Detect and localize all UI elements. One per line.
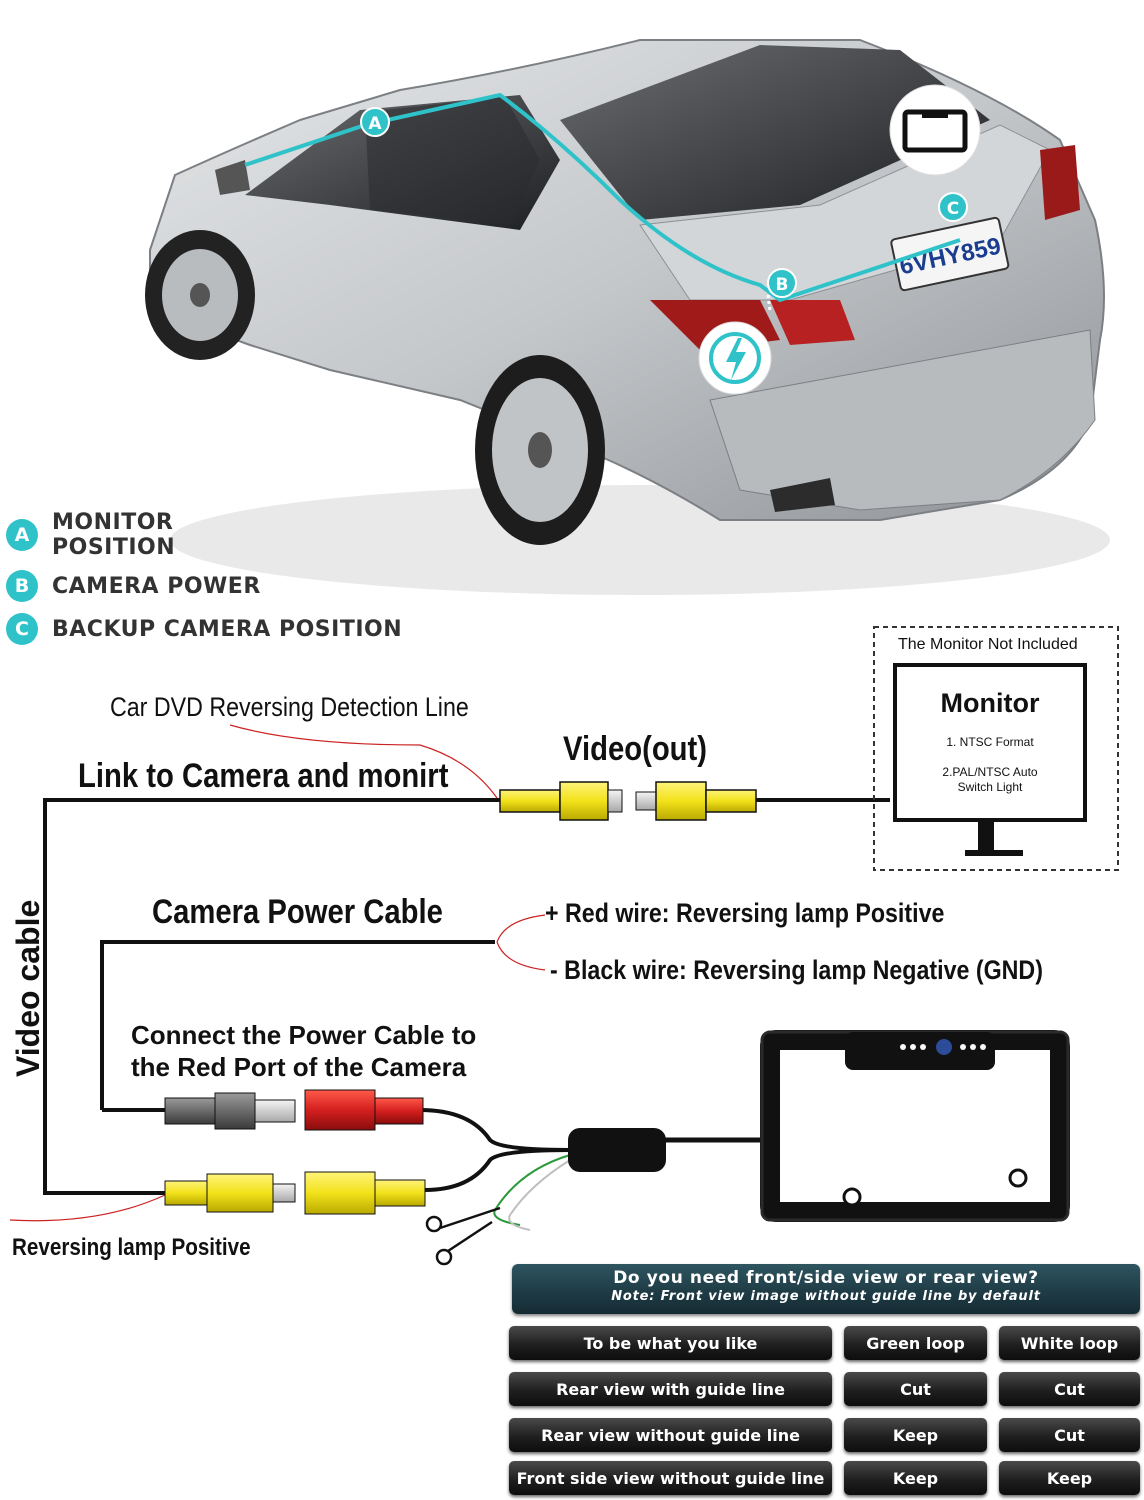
legend-badge-c: C xyxy=(6,613,38,645)
black-wire-label: - Black wire: Reversing lamp Negative (G… xyxy=(550,955,1043,985)
monitor-spec-1: 1. NTSC Format xyxy=(946,735,1034,749)
option-rear-without-guide-white: Cut xyxy=(999,1418,1140,1452)
legend-label-a-line1: MONITOR xyxy=(52,510,174,535)
options-note: Note: Front view image without guide lin… xyxy=(611,1289,1041,1304)
monitor-spec-2-line1: 2.PAL/NTSC Auto xyxy=(942,765,1038,779)
monitor-not-included-label: The Monitor Not Included xyxy=(898,636,1078,653)
camera-frame-icon xyxy=(760,1030,1070,1222)
option-rear-without-guide-green: Keep xyxy=(844,1418,987,1452)
option-front-side-green: Keep xyxy=(844,1461,987,1495)
power-bolt-icon xyxy=(698,321,772,395)
car-illustration: 6VHY859 A B C xyxy=(145,39,1110,595)
routing-wire xyxy=(244,93,961,302)
plate-frame-callout-icon xyxy=(889,84,981,176)
monitor-spec-2-line2: Switch Light xyxy=(957,780,1023,794)
option-rear-with-guide-green: Cut xyxy=(844,1372,987,1406)
wires xyxy=(43,798,890,1195)
legend-item-camera-power: B CAMERA POWER xyxy=(6,570,261,602)
option-rear-with-guide: Rear view with guide line xyxy=(509,1372,832,1406)
header-what-you-like: To be what you like xyxy=(509,1326,832,1360)
header-white-loop: White loop xyxy=(999,1326,1140,1360)
marker-c-icon: C xyxy=(938,192,968,222)
video-out-connector-left xyxy=(499,781,623,821)
legend-label-c: BACKUP CAMERA POSITION xyxy=(52,616,403,642)
red-wire-label: + Red wire: Reversing lamp Positive xyxy=(545,898,945,928)
scissors-icon xyxy=(425,1206,501,1266)
monitor-title: Monitor xyxy=(940,688,1040,718)
video-out-connector-right xyxy=(635,781,757,821)
monitor-box xyxy=(873,626,1119,871)
options-title: Do you need front/side view or rear view… xyxy=(613,1268,1039,1288)
legend-badge-b: B xyxy=(6,570,38,602)
option-front-side-white: Keep xyxy=(999,1461,1140,1495)
marker-b-icon: B xyxy=(767,268,797,298)
camera-video-connector-left xyxy=(164,1173,296,1213)
link-camera-label: Link to Camera and monirt xyxy=(78,757,449,795)
connect-line-2: the Red Port of the Camera xyxy=(131,1052,467,1082)
option-rear-without-guide: Rear view without guide line xyxy=(509,1418,832,1452)
svg-text:B: B xyxy=(776,275,789,295)
legend-label-b: CAMERA POWER xyxy=(52,573,261,599)
power-connector-gray xyxy=(164,1092,296,1130)
legend-item-backup-camera-position: C BACKUP CAMERA POSITION xyxy=(6,613,402,645)
option-front-side: Front side view without guide line xyxy=(509,1461,832,1495)
legend-label-a-line2: POSITION xyxy=(52,535,176,560)
reversing-positive-label: Reversing lamp Positive xyxy=(12,1234,251,1261)
filter-box xyxy=(568,1128,666,1172)
camera-video-connector-right xyxy=(304,1171,426,1215)
svg-text:C: C xyxy=(947,199,959,219)
rear-wheel xyxy=(475,355,605,545)
legend-badge-a: A xyxy=(6,519,38,551)
connect-line-1: Connect the Power Cable to xyxy=(131,1020,477,1050)
option-rear-with-guide-white: Cut xyxy=(999,1372,1140,1406)
video-out-label: Video(out) xyxy=(563,730,708,768)
options-banner: Do you need front/side view or rear view… xyxy=(512,1264,1140,1314)
power-cable-label: Camera Power Cable xyxy=(152,893,443,931)
dvd-detection-label: Car DVD Reversing Detection Line xyxy=(110,692,469,722)
power-connector-red xyxy=(304,1089,424,1131)
header-green-loop: Green loop xyxy=(844,1326,987,1360)
marker-a-icon: A xyxy=(360,107,390,137)
front-wheel xyxy=(145,230,255,360)
svg-text:A: A xyxy=(368,114,382,134)
legend-item-monitor-position: A MONITOR POSITION xyxy=(6,510,175,560)
video-cable-label: Video cable xyxy=(10,899,46,1077)
